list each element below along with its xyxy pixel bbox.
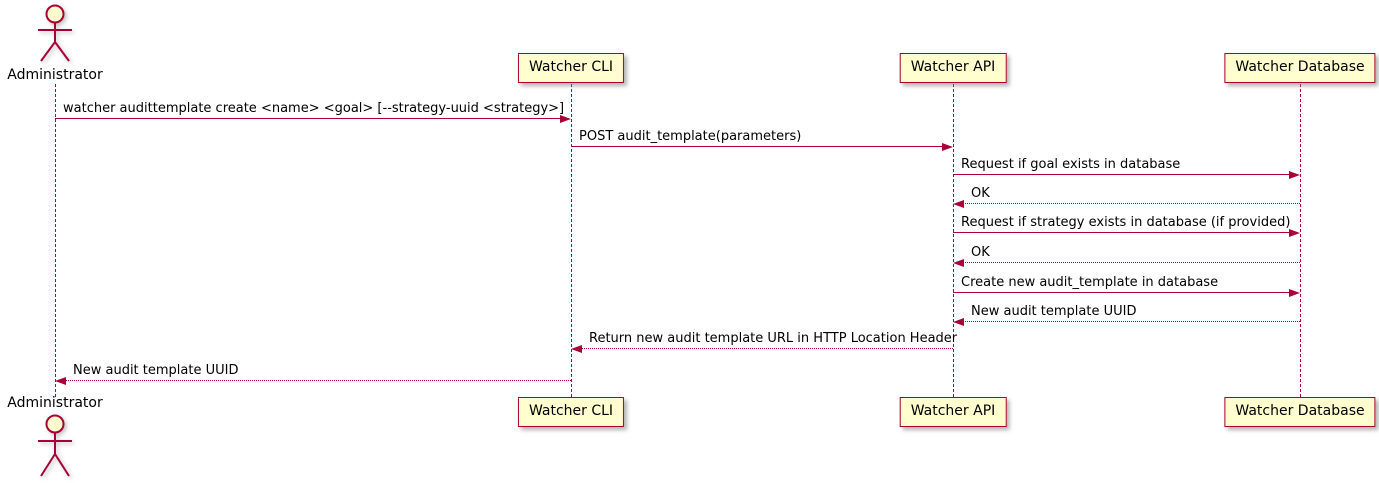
message-3-arrowhead-icon — [1289, 170, 1300, 179]
message-5-label: Request if strategy exists in database (… — [961, 215, 1291, 230]
actor-icon — [38, 4, 72, 62]
participant-watcher-database-top: Watcher Database — [1224, 53, 1376, 83]
message-7-line — [953, 292, 1291, 293]
participant-watcher-cli-bottom: Watcher CLI — [517, 397, 625, 427]
message-7-label: Create new audit_template in database — [961, 275, 1219, 290]
message-10-arrowhead-icon — [55, 376, 66, 385]
actor-label-bottom: Administrator — [7, 395, 103, 411]
actor-icon — [38, 414, 72, 477]
message-6-label: OK — [971, 245, 990, 260]
participant-watcher-database-bottom: Watcher Database — [1224, 397, 1376, 427]
message-4-label: OK — [971, 186, 990, 201]
message-8-label: New audit template UUID — [971, 304, 1137, 319]
participant-watcher-cli-top: Watcher CLI — [517, 53, 625, 83]
message-6-line — [962, 262, 1300, 263]
participant-watcher-api-top: Watcher API — [899, 53, 1007, 83]
lifeline-watcher-cli — [571, 84, 572, 397]
message-9-label: Return new audit template URL in HTTP Lo… — [589, 331, 958, 346]
actor-administrator-top — [33, 3, 77, 69]
message-5-arrowhead-icon — [1289, 228, 1300, 237]
message-1-arrowhead-icon — [560, 114, 571, 123]
lifeline-administrator — [55, 84, 56, 397]
message-9-line — [580, 348, 953, 349]
message-4-arrowhead-icon — [953, 199, 964, 208]
message-2-line — [571, 146, 944, 147]
message-3-line — [953, 174, 1291, 175]
message-1-label: watcher audittemplate create <name> <goa… — [63, 101, 565, 116]
message-3-label: Request if goal exists in database — [961, 157, 1181, 172]
message-7-arrowhead-icon — [1289, 288, 1300, 297]
participant-watcher-api-bottom: Watcher API — [899, 397, 1007, 427]
message-9-arrowhead-icon — [571, 344, 582, 353]
lifeline-watcher-api — [953, 84, 954, 397]
message-5-line — [953, 232, 1291, 233]
message-10-label: New audit template UUID — [73, 363, 239, 378]
message-6-arrowhead-icon — [953, 258, 964, 267]
message-1-line — [55, 118, 562, 119]
message-8-line — [962, 321, 1300, 322]
actor-administrator-bottom — [33, 412, 77, 483]
message-2-arrowhead-icon — [942, 142, 953, 151]
lifeline-watcher-database — [1300, 84, 1301, 397]
actor-label-top: Administrator — [7, 67, 103, 83]
message-2-label: POST audit_template(parameters) — [579, 129, 802, 144]
message-10-line — [64, 380, 571, 381]
message-8-arrowhead-icon — [953, 317, 964, 326]
message-4-line — [962, 203, 1300, 204]
